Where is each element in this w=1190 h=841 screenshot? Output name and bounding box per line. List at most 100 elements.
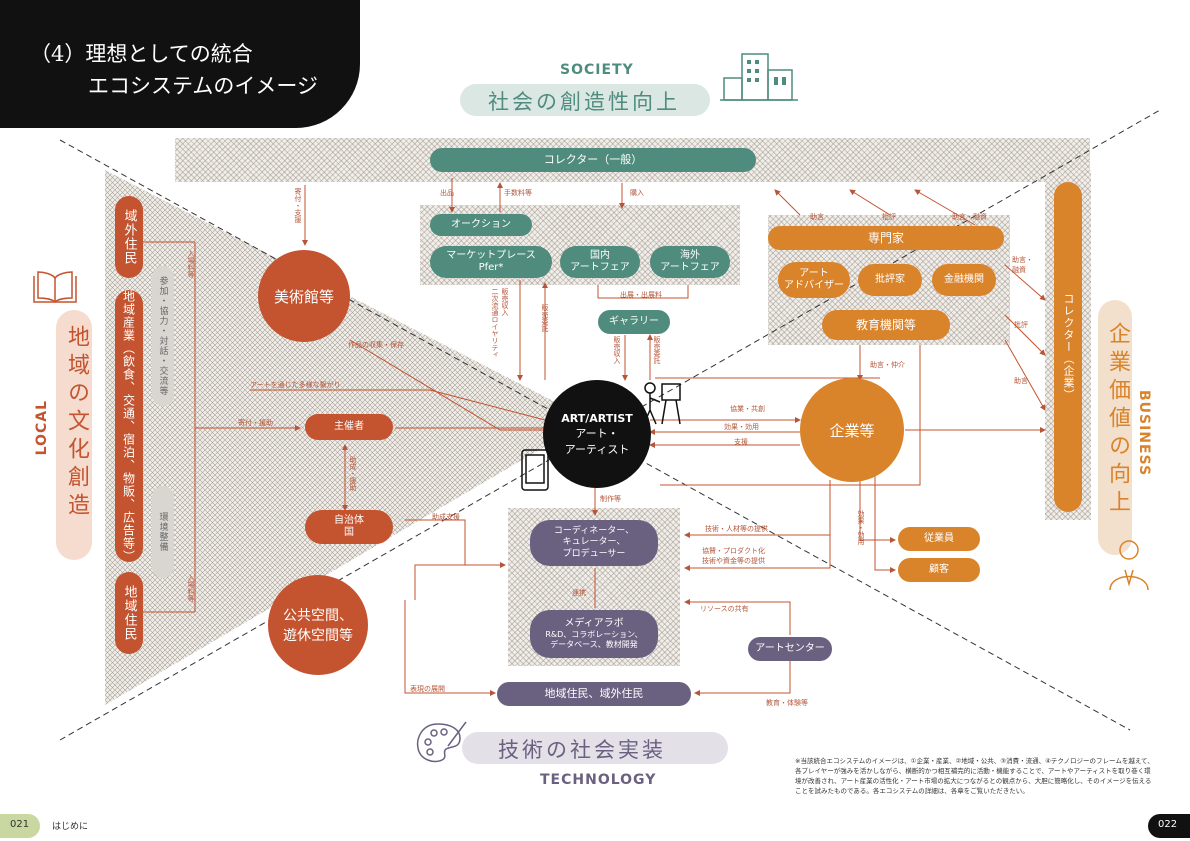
label-collab: 協業・共創 [730,405,765,413]
label-effect2: 効果・効用 [857,510,865,545]
museum-node[interactable]: 美術館等 [258,250,350,342]
art-advisor-node[interactable]: アート アドバイザー [778,262,850,298]
overseas-fair-node[interactable]: 海外 アートフェア [650,246,730,278]
auction-node[interactable]: オークション [430,214,532,236]
regional-industry-node[interactable]: 地域産業（飲食、交通、宿泊、物販、広告等） [115,290,143,563]
outside-residents-node[interactable]: 域外住民 [115,196,143,278]
local-jp-pill [56,310,92,560]
label-various-through-art: アートを通じた多様な繋がり [250,381,341,389]
label-sales-consign2: 販売委託 [653,336,661,364]
label-production: 制作等 [600,495,621,503]
label-critique2: 批評 [1014,321,1028,329]
label-advice-finance: 助言・融資 [952,213,987,221]
label-support: 支援 [734,438,748,446]
domestic-fair-node[interactable]: 国内 アートフェア [560,246,640,278]
public-space-label: 公共空間、 遊休空間等 [283,608,353,644]
label-donation-support: 寄付・援助 [238,419,273,427]
label-sales-income: 販売収入 二次流通ロイヤリティ [491,288,509,358]
technology-jp-pill [462,732,728,764]
label-sponsor: 協賛・プロダクト化 技術や資金等の提供 [702,547,765,565]
technology-en: TECHNOLOGY [540,772,657,788]
local-gov-node[interactable]: 自治体 国 [305,510,393,544]
label-donation: 寄付・支援 [294,188,302,223]
businessperson-icon [1109,540,1149,591]
customers-node[interactable]: 顧客 [898,558,980,582]
residents-node[interactable]: 地域住民、域外住民 [497,682,691,706]
label-sales-consign: 販売委託 [541,304,549,332]
header-title-line2: エコシステムのイメージ [88,74,318,98]
label-entry-fee1: 入場料等 [187,250,195,278]
media-lab-node[interactable]: メディアラボ R&D、コラボレーション、 データベース、教材開発 [530,610,658,658]
footer-section: はじめに [52,822,89,832]
local-residents-node[interactable]: 地域住民 [115,572,143,654]
footer-page-right: 022 [1158,819,1178,830]
society-en: SOCIETY [560,62,634,78]
label-advice1: 助言 [810,213,824,221]
society-jp: 社会の創造性向上 [488,90,680,114]
collector-corp-node[interactable]: コレクター（企業） [1054,182,1082,512]
media-lab-label: メディアラボ [564,617,624,629]
footnote: ※当該統合エコシステムのイメージは、①企業・産業、②地域・公共、③消費・流通、④… [795,757,1154,796]
artist-en-label: ART/ARTIST [561,411,633,425]
header-tab [0,0,360,128]
organizer-node[interactable]: 主催者 [305,414,393,440]
footer-right-badge [1148,814,1190,838]
label-effect: 効果・効用 [724,423,759,431]
tablet-icon [521,449,549,491]
label-entry-fee2: 入場料等 [187,574,195,602]
artist-jp-label: アート・ アーティスト [564,426,630,456]
label-edu-exp: 教育・体験等 [766,699,808,707]
marketplace-label: マーケットプレース Pfer* [446,249,536,274]
business-jp: 企業価値の向上 [1105,322,1130,518]
gallery-node[interactable]: ギャラリー [598,310,670,334]
marketplace-node[interactable]: マーケットプレース Pfer* [430,246,552,278]
critic-node[interactable]: 批評家 [858,264,922,296]
coordinator-label: コーディネーター、 キュレーター、 プロデューサー [553,526,635,559]
local-gov-label: 自治体 国 [334,514,364,539]
footer-page-left: 021 [10,819,30,830]
local-en: LOCAL [34,400,50,456]
education-node[interactable]: 教育機関等 [822,310,950,340]
label-collect-preserve: 作品の収集・保存 [348,341,404,349]
building-icon [720,53,798,101]
label-advice2: 助言 [1014,377,1028,385]
label-link: 連携 [572,589,586,597]
env-maintenance-node: 環境整備 [152,486,174,578]
label-resource: リソースの共有 [700,605,749,613]
artist-node[interactable]: ART/ARTIST アート・ アーティスト [543,380,651,488]
participation-node: 参加・協力・対話・交流等 [152,266,174,406]
label-consign: 出品 [440,189,454,197]
overseas-fair-label: 海外 アートフェア [660,249,720,274]
label-tech-talent: 技術・人材等の提供 [705,525,768,533]
book-icon [33,271,77,304]
company-node[interactable]: 企業等 [800,378,904,482]
label-subsidy: 助成・援助 [349,456,357,491]
label-sales-income2: 販売収入 [613,336,621,364]
society-jp-pill [460,84,710,116]
easel-icon [643,382,681,425]
label-grant: 助成支援 [432,513,460,521]
header-title-line1: （4）理想としての統合 [30,42,253,66]
label-critique1: 批評 [882,213,896,221]
art-center-node[interactable]: アートセンター [748,637,832,661]
local-jp: 地域の文化創造 [64,325,89,521]
coordinator-node[interactable]: コーディネーター、 キュレーター、 プロデューサー [530,520,658,566]
label-expression: 表現の展開 [410,685,445,693]
footer-left-badge [0,814,40,838]
media-lab-sub: R&D、コラボレーション、 データベース、教材開発 [545,630,643,650]
label-fee: 手数料等 [504,189,532,197]
domestic-fair-label: 国内 アートフェア [570,249,630,274]
technology-jp: 技術の社会実装 [498,738,666,762]
label-advice-mediate: 助言・仲介 [870,361,905,369]
label-exhibit: 出展・出展料 [620,291,662,299]
employees-node[interactable]: 従業員 [898,527,980,551]
palette-icon [416,721,467,763]
financial-node[interactable]: 金融機関 [932,264,996,296]
label-purchase: 購入 [630,189,644,197]
collector-general-node[interactable]: コレクター（一般） [430,148,756,172]
business-jp-pill [1098,300,1132,555]
art-advisor-label: アート アドバイザー [784,267,844,292]
business-en: BUSINESS [1136,390,1152,477]
public-space-node[interactable]: 公共空間、 遊休空間等 [268,575,368,675]
experts-node[interactable]: 専門家 [768,226,1004,250]
